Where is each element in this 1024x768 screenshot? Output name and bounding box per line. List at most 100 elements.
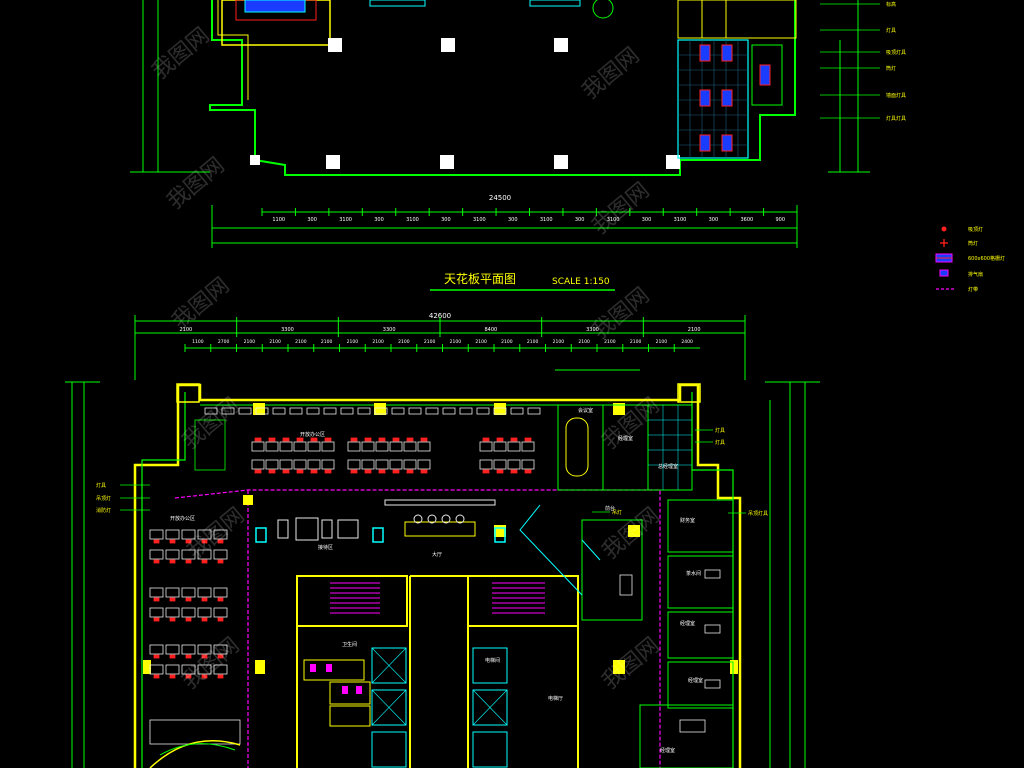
room-label: 电梯间 bbox=[485, 657, 500, 664]
watermark-text: 我图网 bbox=[588, 178, 655, 240]
dimension-label: 2100 bbox=[553, 339, 565, 345]
workstation-desk bbox=[293, 459, 307, 470]
room-label: 大厅 bbox=[432, 551, 442, 558]
room-label: 财务室 bbox=[680, 517, 695, 524]
room-label: 经理室 bbox=[618, 435, 633, 442]
workstation-desk bbox=[347, 459, 361, 470]
drawing-scale: SCALE 1:150 bbox=[552, 277, 610, 287]
storage-cabinet bbox=[289, 407, 303, 415]
workstation-desk bbox=[521, 441, 535, 452]
annotation-label: 灯具 bbox=[715, 439, 725, 446]
room-label: 经理室 bbox=[680, 620, 695, 627]
workstation-desk bbox=[293, 441, 307, 452]
workstation-desk bbox=[213, 549, 228, 560]
storage-cabinet bbox=[357, 407, 371, 415]
annotation-label: 筒灯 bbox=[886, 65, 896, 72]
dimension-label: 2100 bbox=[527, 339, 539, 345]
workstation-desk bbox=[181, 607, 196, 618]
dimension-label: 1100 bbox=[272, 217, 285, 223]
storage-cabinet bbox=[306, 407, 320, 415]
stair-core-left bbox=[296, 575, 408, 627]
workstation-desk bbox=[507, 441, 521, 452]
dimension-label: 300 bbox=[709, 217, 719, 223]
annotation-label: 灯具 bbox=[886, 27, 896, 34]
annotation-label: 吊顶灯具 bbox=[748, 510, 768, 517]
workstation-desk bbox=[197, 644, 212, 655]
room-label: 开放办公区 bbox=[170, 515, 195, 522]
workstation-desk bbox=[321, 441, 335, 452]
workstation-desk bbox=[417, 441, 431, 452]
workstation-desk bbox=[251, 441, 265, 452]
room-label: 接待区 bbox=[318, 544, 333, 551]
workstation-desk bbox=[213, 664, 228, 675]
dimension-label: 2100 bbox=[656, 339, 668, 345]
workstation-desk bbox=[347, 441, 361, 452]
storage-cabinet bbox=[493, 407, 507, 415]
elevator-shafts bbox=[371, 647, 508, 768]
dimension-label: 2100 bbox=[295, 339, 307, 345]
legend-label: 灯带 bbox=[968, 286, 978, 293]
workstation-desk bbox=[197, 587, 212, 598]
storage-cabinet bbox=[272, 407, 286, 415]
pantry-area bbox=[194, 419, 226, 471]
reception-furniture bbox=[277, 499, 496, 541]
dimension-label: 3100 bbox=[406, 217, 419, 223]
workstation-desk bbox=[279, 459, 293, 470]
workstation-desk bbox=[375, 441, 389, 452]
left-workstations bbox=[149, 419, 241, 745]
dimension-label: 3300 bbox=[281, 327, 294, 333]
dimension-label: 2100 bbox=[578, 339, 590, 345]
room-label: 茶水间 bbox=[686, 570, 701, 577]
workstation-desk bbox=[507, 459, 521, 470]
legend-label: 排气扇 bbox=[968, 271, 983, 278]
drawing-title-block: 天花板平面图 SCALE 1:150 bbox=[430, 271, 615, 291]
dimension-label: 2100 bbox=[424, 339, 436, 345]
workstation-desk bbox=[479, 441, 493, 452]
dimension-label: 3100 bbox=[473, 217, 486, 223]
annotation-label: 吊顶灯 bbox=[96, 495, 111, 502]
dimension-label: 2100 bbox=[269, 339, 281, 345]
restroom-grid bbox=[677, 39, 749, 159]
upper-dimensions bbox=[130, 0, 870, 248]
workstation-desk bbox=[181, 644, 196, 655]
watermark-text: 我图网 bbox=[168, 273, 235, 335]
dimension-label: 1100 bbox=[192, 339, 204, 345]
workstation-clusters bbox=[204, 407, 541, 474]
workstation-desk bbox=[165, 549, 180, 560]
storage-cabinet bbox=[391, 407, 405, 415]
dimension-label: 2100 bbox=[244, 339, 256, 345]
right-offices bbox=[581, 499, 734, 768]
workstation-desk bbox=[389, 459, 403, 470]
storage-cabinet bbox=[204, 407, 218, 415]
dimension-label: 2100 bbox=[501, 339, 513, 345]
grille-lamp-icon bbox=[935, 253, 953, 263]
annotation-label: 吊灯 bbox=[612, 509, 622, 516]
storage-cabinet bbox=[408, 407, 422, 415]
workstation-desk bbox=[403, 441, 417, 452]
lower-columns bbox=[143, 403, 738, 674]
storage-cabinet bbox=[425, 407, 439, 415]
workstation-desk bbox=[361, 441, 375, 452]
workstation-desk bbox=[165, 587, 180, 598]
workstation-desk bbox=[321, 459, 335, 470]
dimension-label: 3600 bbox=[740, 217, 753, 223]
workstation-desk bbox=[165, 664, 180, 675]
workstation-desk bbox=[417, 459, 431, 470]
room-label: 经理室 bbox=[688, 677, 703, 684]
legend-label: 吸顶灯 bbox=[968, 226, 983, 233]
workstation-desk bbox=[251, 459, 265, 470]
dimension-label: 300 bbox=[441, 217, 451, 223]
lower-total-dimension: 42600 bbox=[429, 312, 451, 320]
workstation-desk bbox=[307, 441, 321, 452]
annotation-label: 消防灯 bbox=[96, 507, 111, 514]
room-label: 前台 bbox=[605, 505, 615, 512]
dimension-label: 2100 bbox=[372, 339, 384, 345]
room-label: 电梯厅 bbox=[548, 695, 563, 702]
workstation-desk bbox=[165, 607, 180, 618]
workstation-desk bbox=[181, 529, 196, 540]
